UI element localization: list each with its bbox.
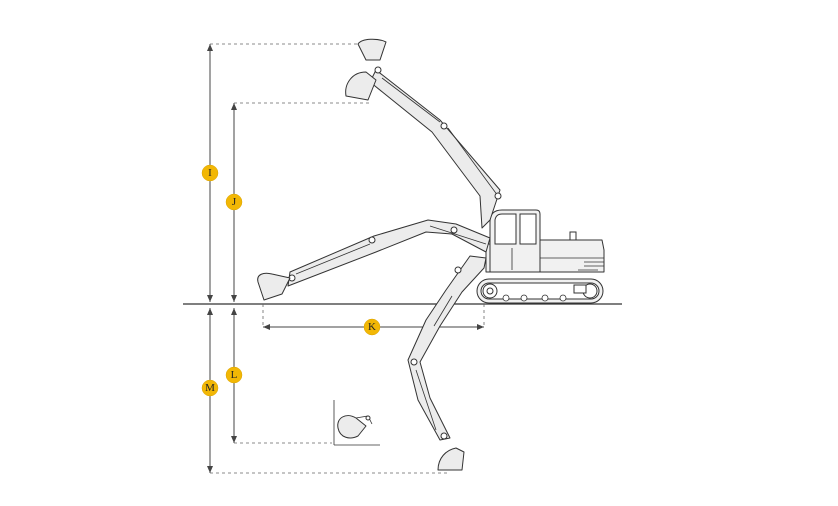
vertical-wall-inset bbox=[333, 400, 380, 446]
badge-l: L bbox=[225, 366, 243, 384]
dimension-l bbox=[231, 308, 332, 444]
excavator-body bbox=[476, 209, 605, 304]
dimension-m bbox=[207, 308, 448, 474]
badge-k: K bbox=[363, 318, 381, 336]
bucket-bottom bbox=[437, 447, 465, 471]
boom-raised bbox=[369, 66, 502, 229]
bucket-top-outer bbox=[357, 38, 387, 61]
badge-m-label: M bbox=[205, 382, 215, 394]
badge-k-label: K bbox=[368, 321, 376, 333]
badge-i: I bbox=[201, 164, 219, 182]
badge-m: M bbox=[201, 379, 219, 397]
bucket-top-inner bbox=[345, 71, 377, 101]
badge-i-label: I bbox=[208, 167, 212, 179]
badge-j: J bbox=[225, 193, 243, 211]
badge-j-label: J bbox=[232, 196, 237, 208]
boom-lowered bbox=[407, 255, 487, 441]
badge-l-label: L bbox=[231, 369, 238, 381]
bucket-horizontal bbox=[257, 272, 291, 301]
